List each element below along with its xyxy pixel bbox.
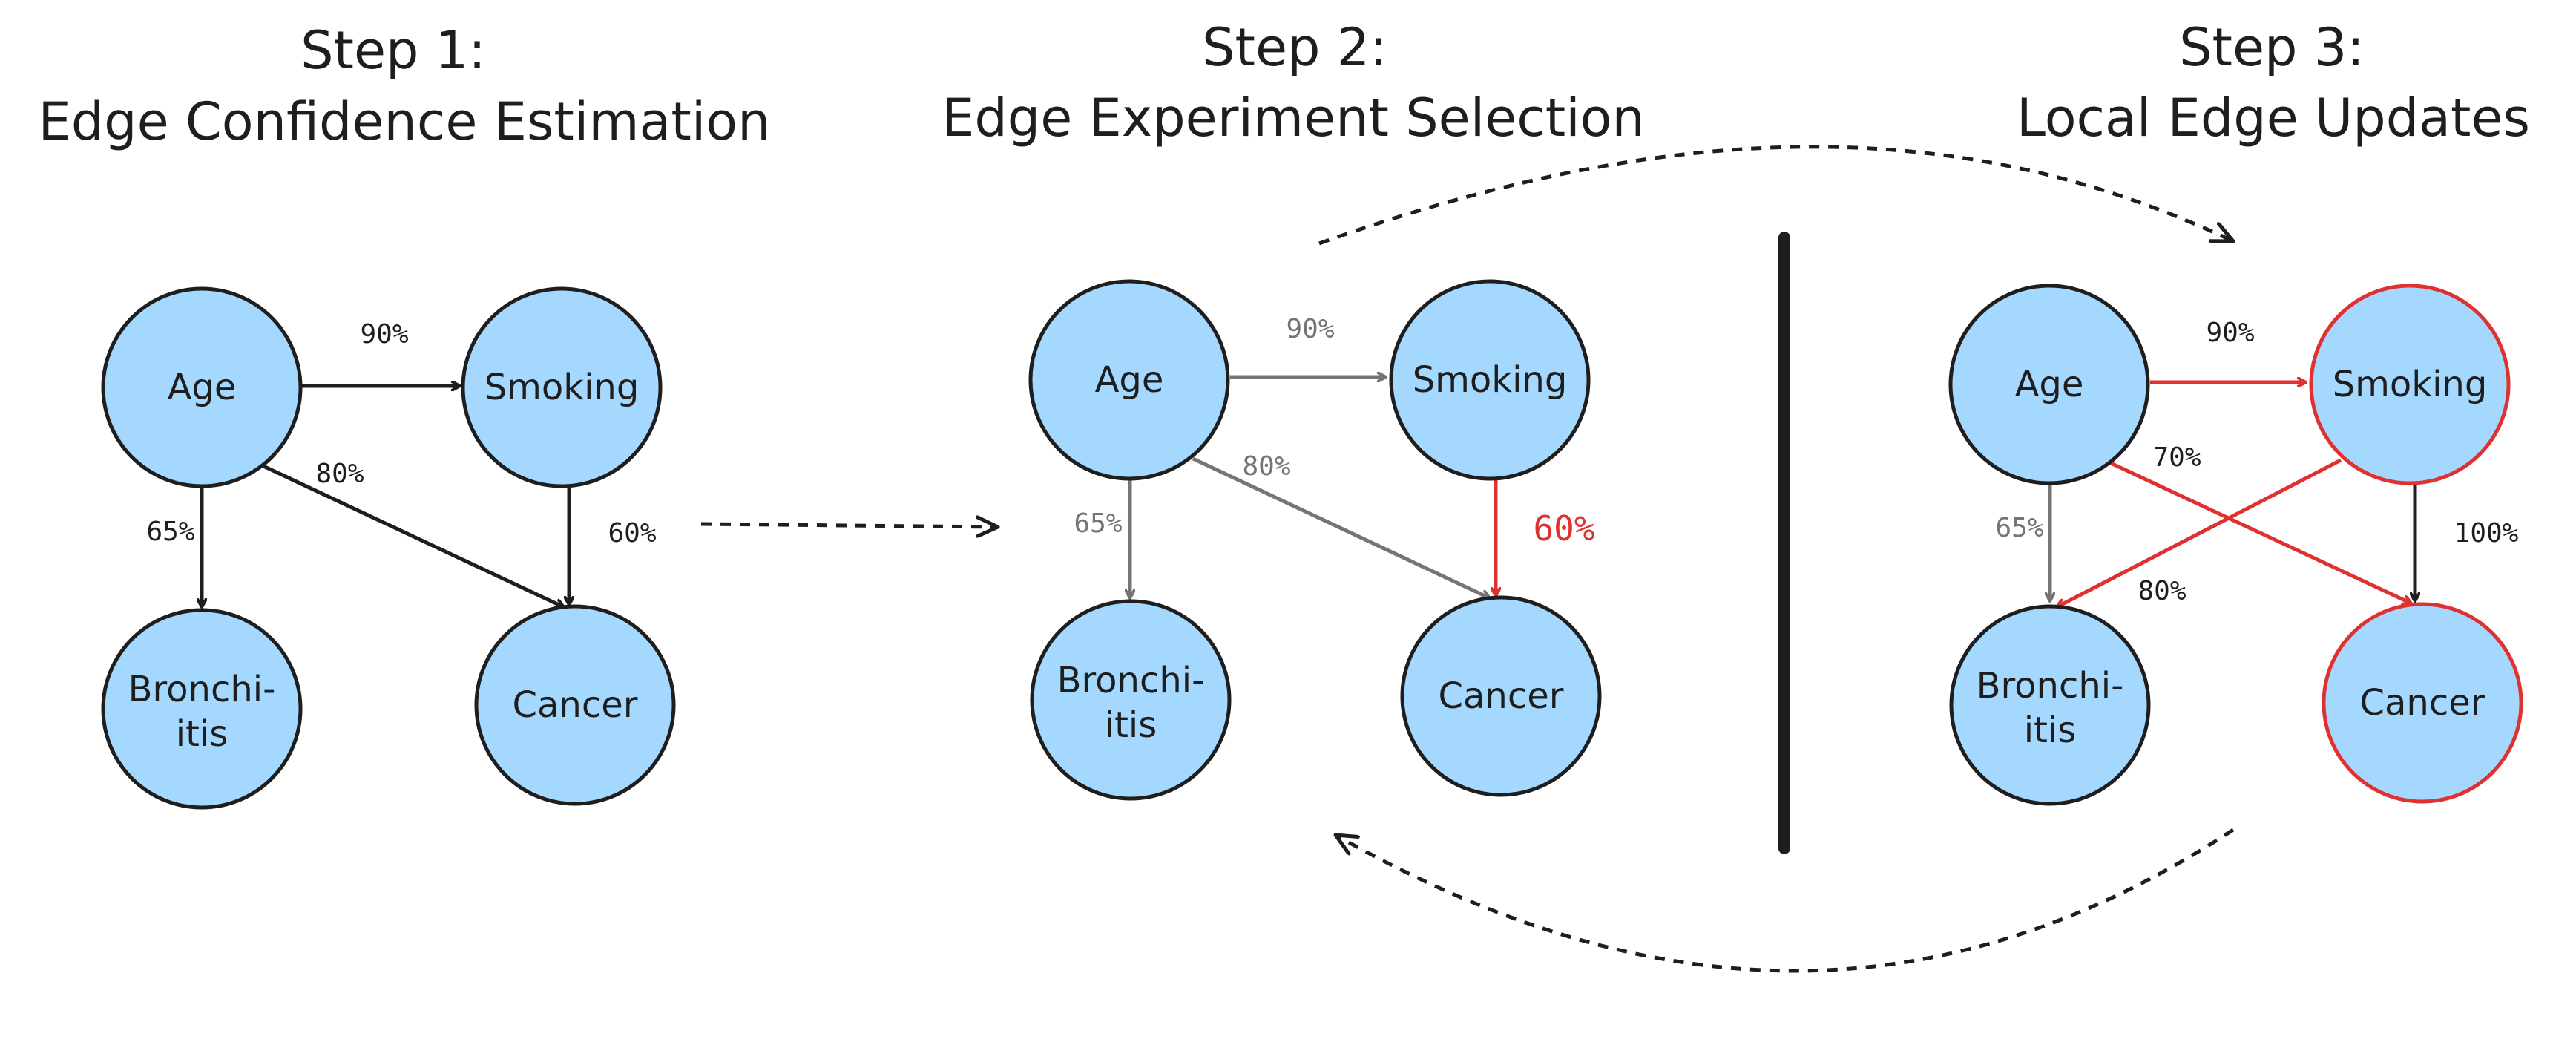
step-2-label-smoking-cancer: 60% (1533, 508, 1594, 548)
step-1-label-age-cancer: 80% (315, 459, 364, 489)
step-2-node-cancer: Cancer (1400, 595, 1602, 797)
step-1-label-age-smoking: 90% (360, 319, 408, 350)
step-2-node-age-label: Age (1095, 359, 1164, 401)
step-2-label-age-smoking: 90% (1286, 314, 1334, 344)
step-3-edge-age-cancer (2109, 461, 2411, 603)
step-3-label-age-smoking: 90% (2206, 318, 2254, 348)
step-1-label-age-bronchitis: 65% (146, 517, 194, 547)
step-3-node-bronchitis: Bronchi- itis (1949, 604, 2151, 806)
step-1-title: Step 1: Edge Confidence Estimation (38, 20, 770, 152)
step-3-node-smoking-label: Smoking (2333, 364, 2488, 405)
step-2-title-line1: Step 2: (1202, 17, 1387, 78)
step-1-node-age-label: Age (168, 367, 237, 408)
step-3-node-cancer: Cancer (2322, 602, 2523, 804)
flow-arrow-step3-to-step2 (1335, 828, 2235, 973)
step-1-node-bronchitis-label-line1: Bronchi- (128, 669, 276, 710)
step-2-node-bronchitis-label-line2: itis (1105, 704, 1157, 746)
step-1-title-line1: Step 1: (300, 20, 486, 81)
step-3-title-line1: Step 3: (2179, 17, 2365, 78)
step-3-title: Step 3: Local Edge Updates (2017, 17, 2530, 148)
step-3-node-age: Age (1948, 284, 2150, 485)
step-1-node-smoking-label: Smoking (484, 367, 640, 408)
step-2-node-bronchitis: Bronchi- itis (1030, 599, 1232, 801)
step-2-node-bronchitis-label-line1: Bronchi- (1057, 660, 1205, 701)
step-2-label-age-bronchitis: 65% (1074, 508, 1122, 539)
step-2-title-line2: Edge Experiment Selection (942, 88, 1645, 148)
step-2-node-smoking-label: Smoking (1413, 359, 1568, 401)
step-3-node-age-label: Age (2015, 364, 2084, 405)
step-1-node-bronchitis-label-line2: itis (176, 713, 229, 755)
step-3-node-cancer-label: Cancer (2359, 682, 2485, 724)
step-2-graph: 90% 80% 65% 60% Age Smoking Bronchi- iti… (1028, 279, 1602, 801)
step-1-title-line2: Edge Confidence Estimation (38, 91, 770, 152)
step-2-node-smoking: Smoking (1389, 279, 1591, 481)
step-3-node-bronchitis-label-line1: Bronchi- (1977, 665, 2124, 707)
step-2-node-age: Age (1028, 279, 1230, 481)
step-1-graph: 90% 80% 65% 60% Age Smoking Bronchi- iti… (101, 286, 676, 810)
step-2-node-cancer-label: Cancer (1438, 675, 1563, 717)
step-1-label-smoking-cancer: 60% (608, 518, 656, 548)
step-1-node-cancer: Cancer (474, 604, 676, 806)
step-1-edge-age-cancer (262, 464, 564, 607)
step-1-node-smoking: Smoking (461, 286, 663, 488)
step-3-graph: 90% 70% 80% 65% 100% Age Smoking Bronchi… (1948, 284, 2523, 806)
step-3-title-line2: Local Edge Updates (2017, 88, 2530, 148)
step-1-node-age: Age (101, 286, 303, 488)
step-2-label-age-cancer: 80% (1242, 451, 1290, 482)
step-1-node-cancer-label: Cancer (512, 684, 637, 726)
step-3-label-age-bronchitis: 65% (1995, 513, 2043, 543)
step-3-label-age-cancer: 70% (2152, 442, 2201, 473)
step-3-edge-smoking-bronchitis (2057, 458, 2342, 607)
step-3-label-smoking-bronchitis: 80% (2138, 576, 2186, 606)
step-2-title: Step 2: Edge Experiment Selection (942, 17, 1645, 148)
flow-arrow-step1-to-step2 (700, 524, 998, 527)
step-3-node-bronchitis-label-line2: itis (2024, 710, 2077, 751)
step-3-label-smoking-cancer: 100% (2454, 518, 2519, 548)
step-2-edge-age-cancer (1192, 456, 1490, 598)
step-1-node-bronchitis: Bronchi- itis (101, 608, 303, 810)
flow-arrow-step2-to-step3 (1318, 145, 2233, 246)
step-3-node-smoking: Smoking (2309, 284, 2511, 485)
